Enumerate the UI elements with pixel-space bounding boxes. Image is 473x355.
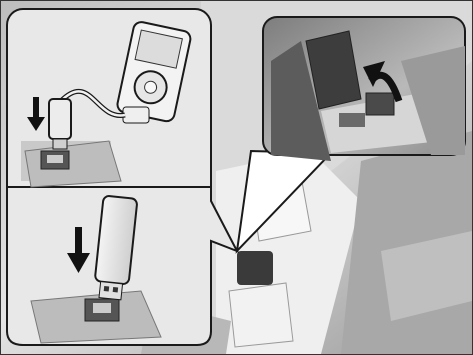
usb-port <box>366 93 394 115</box>
console-usb-slot <box>237 251 273 285</box>
usb-plug <box>49 99 71 139</box>
dock-connector <box>123 107 149 123</box>
